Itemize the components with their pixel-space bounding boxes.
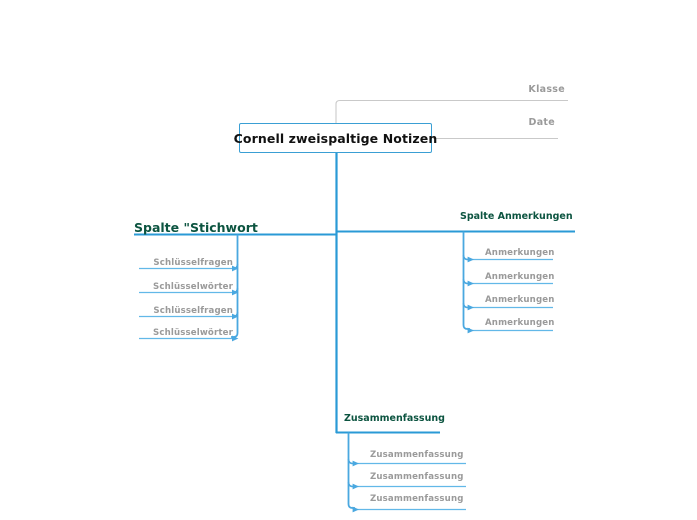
meta-item-klasse[interactable]: Klasse <box>440 84 565 95</box>
leaf-stichwort-4[interactable]: Schlüsselwörter <box>153 328 233 338</box>
branch-title-stichwort[interactable]: Spalte "Stichwort <box>134 220 258 235</box>
leaf-zusammenfassung-3[interactable]: Zusammenfassung <box>370 494 464 504</box>
meta-item-date[interactable]: Date <box>430 117 555 128</box>
leaf-stubs-anmerkungen <box>462 254 469 309</box>
subspine-anmerkungen <box>462 231 470 330</box>
leaf-anmerkungen-4[interactable]: Anmerkungen <box>485 318 555 328</box>
leaf-anmerkungen-2[interactable]: Anmerkungen <box>485 272 555 282</box>
leaf-stubs-stichwort <box>232 263 239 318</box>
root-node-label: Cornell zweispaltige Notizen <box>233 130 438 146</box>
leaf-stichwort-2[interactable]: Schlüsselwörter <box>153 282 233 292</box>
subspine-zusammenfassung <box>347 432 355 509</box>
leaf-anmerkungen-3[interactable]: Anmerkungen <box>485 295 555 305</box>
branch-title-zusammenfassung[interactable]: Zusammenfassung <box>344 413 445 424</box>
meta-label-klasse: Klasse <box>528 84 565 95</box>
leaf-zusammenfassung-1[interactable]: Zusammenfassung <box>370 450 464 460</box>
meta-label-date: Date <box>528 117 555 128</box>
branch-title-anmerkungen[interactable]: Spalte Anmerkungen <box>460 211 573 222</box>
leaf-stubs-zusammenfassung <box>347 458 354 488</box>
leaf-anmerkungen-1[interactable]: Anmerkungen <box>485 248 555 258</box>
leaf-zusammenfassung-2[interactable]: Zusammenfassung <box>370 472 464 482</box>
root-node[interactable]: Cornell zweispaltige Notizen <box>234 123 437 153</box>
leaf-stichwort-1[interactable]: Schlüsselfragen <box>153 258 233 268</box>
leaf-stichwort-3[interactable]: Schlüsselfragen <box>153 306 233 316</box>
